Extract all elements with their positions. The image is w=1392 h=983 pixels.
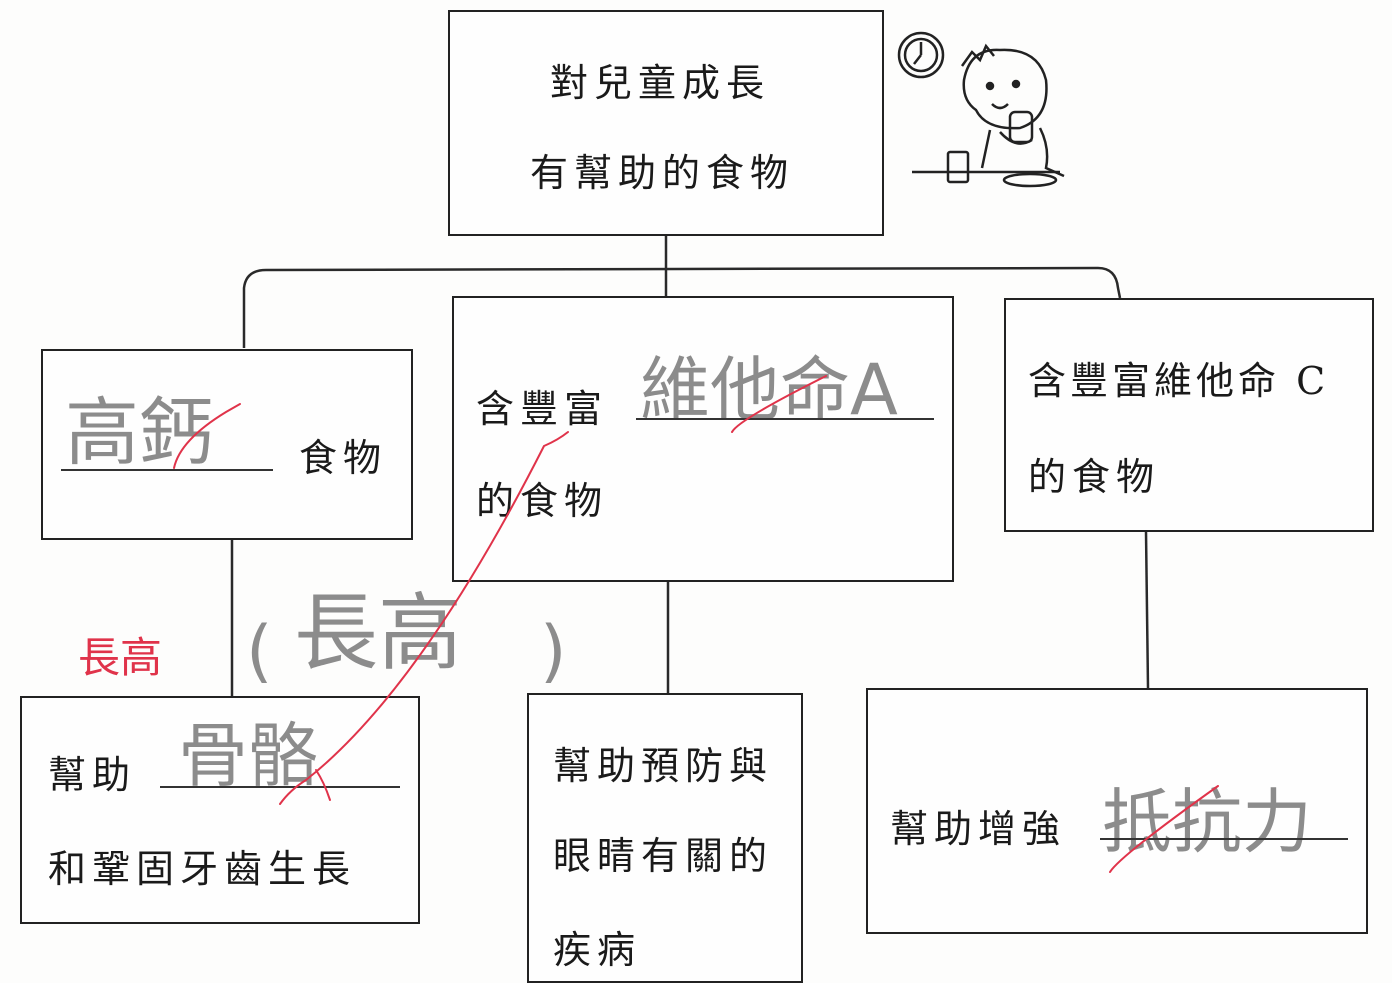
vitamin-a-answer: 維他命A: [640, 349, 898, 431]
tick-immunity: [1109, 785, 1219, 873]
root-box: 對兒童成長 有幫助的食物: [448, 10, 884, 236]
calcium-answer: 高鈣: [65, 390, 213, 476]
bracket-close: ): [540, 612, 567, 691]
vitamin-c-line2: 的食物: [1028, 455, 1161, 499]
bracket-open: (: [246, 612, 273, 691]
red-correction: 長高: [78, 633, 163, 682]
vitamin-a-prefix: 含豐富: [476, 387, 609, 431]
bracket-note: 長高: [294, 584, 463, 682]
bones-answer-underline: [160, 786, 400, 788]
vitamin-a-box: 含豐富 維他命A 的食物: [452, 296, 954, 582]
tick-vitamin-a: [731, 375, 827, 433]
vitamin-a-line2: 的食物: [476, 479, 609, 523]
vitamin-a-answer-underline: [636, 418, 934, 420]
bones-box: 幫助 骨骼 和鞏固牙齒生長: [20, 696, 420, 924]
child-drinking-icon: [912, 43, 1065, 188]
calcium-suffix: 食物: [299, 436, 388, 480]
vitamin-c-box: 含豐富維他命 C 的食物: [1004, 298, 1374, 532]
eyes-line3: 疾病: [553, 928, 642, 972]
root-line2: 有幫助的食物: [530, 151, 795, 195]
calcium-box: 高鈣 食物: [41, 349, 413, 540]
tick-bones: [279, 431, 569, 805]
immunity-answer-underline: [1100, 838, 1348, 840]
calcium-answer-underline: [61, 469, 273, 471]
vitamin-c-line1: 含豐富維他命 C: [1028, 359, 1330, 403]
tick-bones-2: [315, 769, 331, 801]
root-line1: 對兒童成長: [550, 61, 771, 105]
eyes-line1: 幫助預防與: [553, 744, 774, 788]
bones-prefix: 幫助: [48, 753, 137, 797]
bones-line2: 和鞏固牙齒生長: [48, 847, 357, 891]
eyes-line2: 眼睛有關的: [553, 834, 774, 878]
bones-answer: 骨骼: [178, 715, 318, 797]
immunity-prefix: 幫助增強: [890, 807, 1067, 851]
clock-icon: [897, 31, 945, 79]
eyes-box: 幫助預防與 眼睛有關的 疾病: [527, 693, 803, 983]
tick-calcium: [173, 403, 241, 469]
